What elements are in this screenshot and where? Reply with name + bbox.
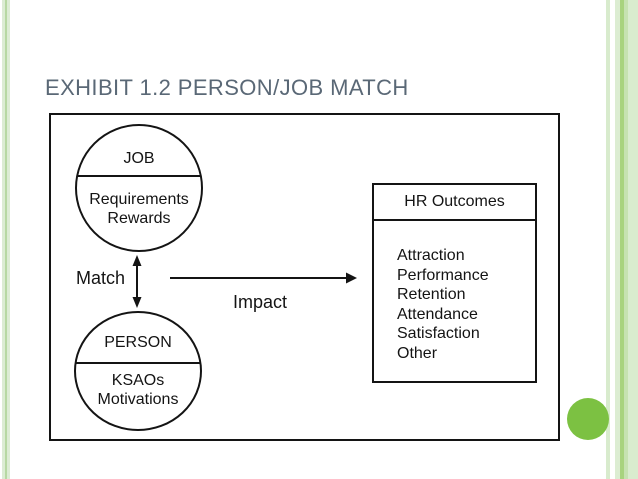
hr-outcomes-list: Attraction Performance Retention Attenda… bbox=[374, 246, 535, 363]
hr-outcomes-box: HR Outcomes Attraction Performance Reten… bbox=[372, 183, 537, 383]
hr-outcomes-header: HR Outcomes bbox=[374, 185, 535, 221]
hr-outcome-item: Retention bbox=[397, 286, 466, 303]
hr-outcome-item: Attraction bbox=[397, 247, 465, 264]
person-circle-motivations-label: Motivations bbox=[97, 391, 179, 408]
match-arrow-label: Match bbox=[76, 268, 126, 288]
person-circle-ksaos-label: KSAOs bbox=[111, 372, 165, 389]
right-edge-thin-green-stripe bbox=[606, 0, 610, 479]
hr-outcome-item: Satisfaction bbox=[397, 325, 480, 342]
hr-outcome-item: Performance bbox=[397, 266, 489, 284]
job-circle-shape bbox=[75, 124, 203, 252]
right-edge-green-stripe-band bbox=[615, 0, 638, 479]
slide-title: EXHIBIT 1.2 PERSON/JOB MATCH bbox=[45, 75, 409, 100]
impact-arrow-label: Impact bbox=[233, 292, 288, 312]
job-circle-rewards-label: Rewards bbox=[107, 210, 171, 227]
match-double-arrow bbox=[132, 255, 142, 308]
person-circle-shape bbox=[74, 311, 202, 431]
impact-arrow bbox=[170, 272, 357, 284]
hr-outcome-item: Other bbox=[397, 344, 438, 362]
job-circle-requirements-label: Requirements bbox=[89, 191, 189, 208]
hr-outcome-item: Attendance bbox=[397, 305, 478, 323]
person-circle-title: PERSON bbox=[104, 334, 172, 351]
green-accent-circle bbox=[567, 398, 609, 440]
left-edge-green-stripes bbox=[2, 0, 10, 479]
job-circle-title: JOB bbox=[123, 150, 155, 167]
